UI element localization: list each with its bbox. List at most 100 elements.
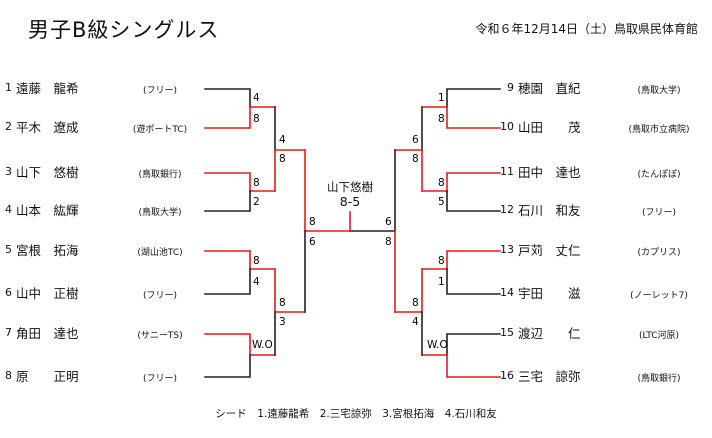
bracket-line [204, 268, 251, 295]
seed-number: 11 [500, 165, 514, 178]
player-name: 穂園 直紀 [518, 81, 581, 96]
player-name: 渡辺 仁 [518, 326, 581, 341]
bracket-line [204, 190, 251, 212]
player-entry: 平木 遼成(遊ポートTC) [16, 118, 206, 136]
seed-number: 3 [5, 165, 12, 178]
player-club: (たんぽぽ) [637, 170, 681, 180]
player-entry: 三宅 諒弥(鳥取銀行) [518, 367, 702, 385]
score-label: 8 [385, 236, 392, 248]
player-club: (LTC河原) [638, 331, 680, 341]
score-label: 8 [412, 297, 419, 309]
score-label: 8 [279, 153, 286, 165]
score-label: 6 [309, 236, 316, 248]
player-name: 山本 紘輝 [16, 203, 79, 218]
bracket-line [421, 250, 501, 270]
seed-number: 10 [500, 120, 514, 133]
player-entry: 戸苅 丈仁 (カプリス) [518, 241, 702, 259]
score-label: 4 [253, 276, 260, 288]
score-label: 1 [438, 276, 445, 288]
score-label: 8 [279, 297, 286, 309]
bracket-line [204, 88, 251, 108]
score-label: 4 [253, 92, 260, 104]
player-club: (サニーTS) [137, 331, 183, 341]
player-club: (鳥取銀行) [637, 374, 681, 384]
bracket-line [421, 172, 501, 192]
seed-number: 1 [5, 81, 12, 94]
player-entry: 石川 和友(フリー) [518, 201, 702, 219]
player-entry: 渡辺 仁 (LTC河原) [518, 324, 702, 342]
bracket-line [204, 250, 276, 270]
player-club: (フリー) [142, 86, 178, 96]
seed-number: 15 [500, 326, 514, 339]
score-label: W.O [252, 339, 273, 351]
score-label: 6 [385, 216, 392, 228]
bracket-line [204, 106, 276, 129]
score-label: 8 [253, 255, 260, 267]
player-name: 山中 正樹 [16, 286, 79, 301]
bracket-line [204, 354, 251, 378]
score-label: 1 [438, 92, 445, 104]
player-club: (ノーレット7) [630, 291, 688, 301]
player-name: 宮根 拓海 [16, 243, 79, 258]
page-title: 男子B級シングルス [28, 18, 220, 42]
bracket-line [446, 190, 501, 212]
player-name: 戸苅 丈仁 [518, 243, 581, 258]
score-label: 2 [253, 196, 260, 208]
seed-number: 14 [500, 286, 514, 299]
score-label: 6 [412, 134, 419, 146]
player-club: (鳥取大学) [138, 208, 182, 218]
seed-number: 16 [500, 369, 514, 382]
player-entry: 田中 達也 (たんぽぽ) [518, 163, 702, 181]
bracket-line [446, 268, 501, 295]
score-label: 8 [438, 113, 445, 125]
player-name: 山下 悠樹 [16, 165, 79, 180]
seed-number: 5 [5, 243, 12, 256]
player-entry: 原 正明(フリー) [16, 367, 206, 385]
seed-number: 13 [500, 243, 514, 256]
player-entry: 穂園 直紀 (鳥取大学) [518, 79, 702, 97]
score-label: 4 [412, 316, 419, 328]
champion-box: 山下悠樹 8-5 [318, 180, 382, 209]
player-club: (鳥取大学) [637, 86, 681, 96]
score-label: 8 [438, 255, 445, 267]
seed-number: 12 [500, 203, 514, 216]
seed-number: 7 [5, 326, 12, 339]
score-label: 8 [438, 177, 445, 189]
seed-number: 9 [507, 81, 514, 94]
player-club: (フリー) [142, 374, 178, 384]
seed-number: 4 [5, 203, 12, 216]
player-name: 山田 茂 [518, 120, 581, 135]
player-name: 田中 達也 [518, 165, 581, 180]
player-entry: 遠藤 龍希(フリー) [16, 79, 206, 97]
bracket-line [446, 333, 501, 356]
player-entry: 山下 悠樹(鳥取銀行) [16, 163, 206, 181]
bracket-line [394, 149, 423, 192]
player-entry: 山中 正樹(フリー) [16, 284, 206, 302]
player-club: (カプリス) [637, 248, 681, 258]
score-label: 4 [279, 134, 286, 146]
player-club: (鳥取市立病院) [628, 125, 690, 135]
player-entry: 山田 茂 (鳥取市立病院) [518, 118, 702, 136]
player-name: 平木 遼成 [16, 120, 79, 135]
bracket-line [274, 149, 306, 192]
score-label: 8 [309, 216, 316, 228]
player-entry: 角田 達也(サニーTS) [16, 324, 206, 342]
bracket-line [446, 88, 501, 108]
player-club: (フリー) [641, 208, 677, 218]
score-label: W.O [427, 339, 448, 351]
seed-number: 2 [5, 120, 12, 133]
player-entry: 山本 紘輝 (鳥取大学) [16, 201, 206, 219]
score-label: 5 [438, 196, 445, 208]
seed-number: 8 [5, 369, 12, 382]
final-score: 8-5 [339, 194, 361, 209]
bracket-line [204, 172, 276, 192]
player-club: (湖山池TC) [137, 248, 183, 258]
seeds-note: シード 1.遠藤龍希 2.三宅諒弥 3.宮根拓海 4.石川和友 [215, 408, 497, 420]
score-label: 8 [253, 113, 260, 125]
score-label: 8 [253, 177, 260, 189]
seed-number: 6 [5, 286, 12, 299]
bracket-line [204, 333, 276, 356]
score-label: 3 [279, 316, 286, 328]
date-venue: 令和６年12月14日（土）鳥取県民体育館 [475, 22, 698, 36]
